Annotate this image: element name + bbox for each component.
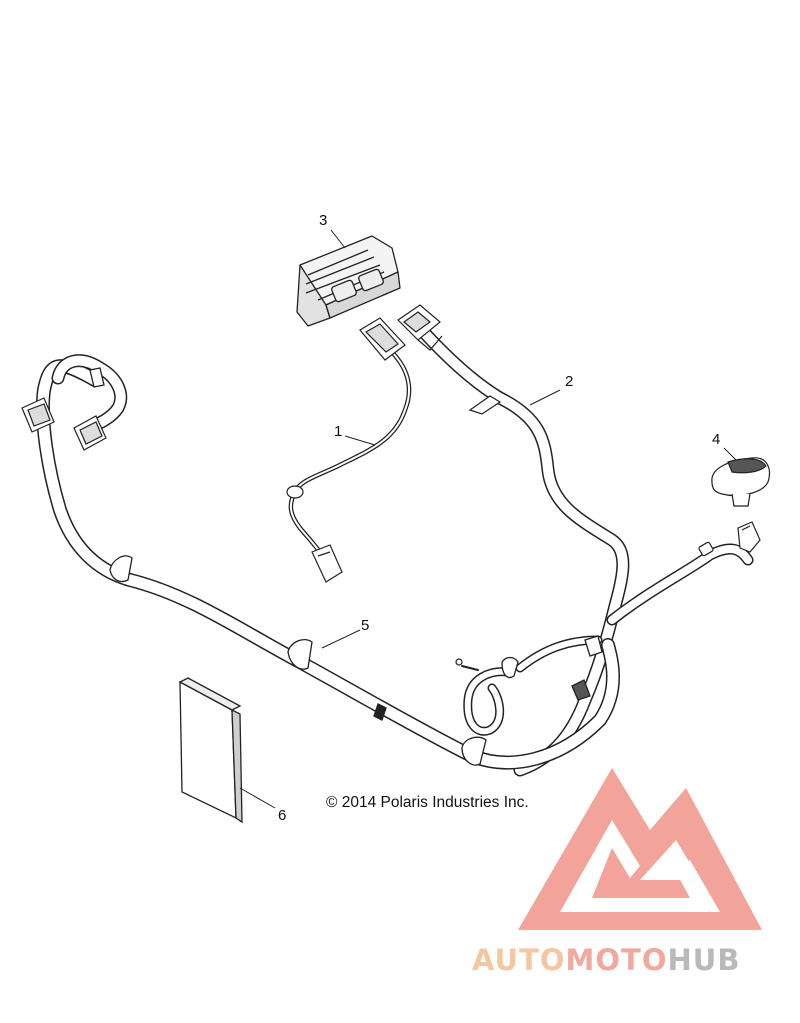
leader-line-1	[344, 435, 376, 446]
leader-line-4	[723, 447, 737, 461]
sensor-housing	[711, 457, 771, 507]
callout-2: 2	[565, 373, 574, 390]
callout-4: 4	[712, 431, 721, 448]
harness-2-connectors	[397, 304, 443, 351]
manual-booklet	[178, 677, 243, 824]
sensor-connectors	[286, 317, 406, 583]
copyright-notice: © 2014 Polaris Industries Inc.	[326, 794, 529, 811]
harness-clip-2	[468, 395, 502, 415]
ecu-module	[296, 235, 401, 327]
sensor-lead	[288, 347, 412, 563]
leader-line-6	[239, 787, 276, 809]
callout-1: 1	[334, 423, 343, 440]
harness-tape-bands	[89, 367, 603, 721]
callout-6: 6	[278, 807, 287, 824]
leader-line-5	[321, 629, 361, 649]
watermark-word-hub: HUB	[667, 943, 741, 977]
leader-line-2	[529, 389, 561, 406]
right-end-connector	[698, 521, 761, 557]
left-connectors	[21, 397, 107, 451]
watermark-word-moto: MOTO	[565, 943, 668, 977]
watermark-wordmark: AUTOMOTOHUB	[472, 943, 740, 977]
leader-line-3	[330, 229, 346, 249]
harness-clips	[109, 555, 519, 766]
callout-5: 5	[361, 617, 370, 634]
callout-3: 3	[319, 212, 328, 229]
watermark-word-auto: AUTO	[472, 943, 566, 977]
watermark-logo	[518, 768, 762, 930]
